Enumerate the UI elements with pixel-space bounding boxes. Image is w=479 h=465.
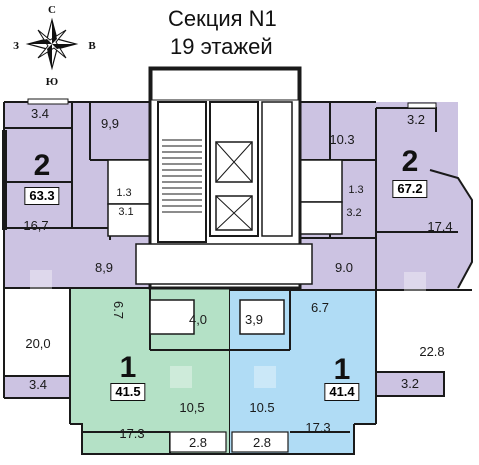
watermark-logo-4 — [254, 366, 276, 388]
left-top-balcony — [4, 102, 72, 128]
room-area-label: 10.3 — [329, 132, 355, 147]
watermark-logo-1 — [30, 270, 52, 292]
left-two-room-area: 63.3 — [24, 187, 60, 205]
right-two-room-area: 67.2 — [392, 180, 428, 198]
room-area-label: 9.0 — [334, 260, 354, 275]
compass-needle-dark-4 — [28, 39, 52, 44]
room-area-label: 1.3 — [116, 187, 132, 199]
right-bay-fill — [430, 170, 472, 290]
room-area-label: 3.4 — [30, 106, 50, 121]
elevator-car-2-cross — [215, 195, 253, 231]
room-area-label: 20,0 — [25, 336, 51, 351]
core-corridor — [135, 243, 313, 285]
stair-well — [157, 101, 207, 243]
right-one-room-count: 1 — [333, 353, 351, 386]
watermark-logo-3 — [170, 366, 192, 388]
room-area-label: 3.2 — [406, 112, 426, 127]
room-area-label: 2.8 — [252, 435, 272, 450]
elevator-car-1-cross — [215, 141, 253, 183]
left-one-room-area: 41.5 — [110, 383, 146, 401]
left-one-room-apartment — [69, 287, 231, 455]
room-area-label: 16,7 — [23, 218, 49, 233]
green-bath — [149, 299, 195, 335]
right-two-room-apartment — [297, 101, 473, 397]
green-balcony — [169, 431, 227, 453]
central-core — [135, 66, 313, 290]
left-window-top — [27, 98, 69, 105]
compass-needle-dark-3 — [52, 44, 76, 49]
right-bath — [297, 159, 343, 203]
room-area-label: 3.4 — [28, 377, 48, 392]
right-bottom-balcony — [376, 372, 444, 396]
room-area-label: 3,9 — [244, 312, 264, 327]
room-area-label: 6.7 — [111, 300, 126, 320]
left-bath — [107, 159, 151, 205]
right-two-room-count: 2 — [401, 145, 419, 178]
watermark-logo-2 — [404, 272, 426, 294]
room-area-label: 17.3 — [305, 420, 331, 435]
room-area-label: 3.2 — [346, 207, 362, 219]
blue-bath — [239, 299, 285, 335]
watermark-logos — [30, 270, 426, 388]
compass-south-label: Ю — [45, 76, 59, 88]
room-area-label: 3.1 — [118, 206, 134, 218]
room-area-label: 1.3 — [348, 184, 364, 196]
room-area-label: 17,4 — [427, 219, 453, 234]
blue-walls — [230, 289, 377, 455]
floor-count: 19 этажей — [170, 34, 273, 59]
right-top-balcony — [376, 108, 436, 132]
compass-north-label: С — [48, 4, 56, 16]
room-area-label: 3.2 — [400, 376, 420, 391]
right-bay-walls — [429, 169, 473, 289]
left-two-room-count: 2 — [33, 149, 51, 182]
compass-west-label: З — [13, 40, 19, 52]
core-shaft-right — [261, 101, 293, 237]
right-window-top — [407, 102, 437, 109]
room-area-label: 2.8 — [188, 435, 208, 450]
blue-balcony — [231, 431, 289, 453]
left-two-room-apartment — [2, 98, 151, 399]
compass-east-label: В — [88, 40, 96, 52]
room-area-label: 10,5 — [179, 400, 205, 415]
left-bottom-balcony — [4, 376, 70, 398]
right-toilet — [297, 201, 343, 235]
left-toilet — [107, 203, 151, 237]
left-outer-wall-thick — [2, 130, 7, 230]
section-title: Секция N1 — [168, 6, 277, 31]
compass-needle-dark-2 — [47, 44, 52, 68]
compass-needle-dark — [52, 20, 57, 44]
left-one-room-count: 1 — [119, 351, 137, 384]
room-area-label: 6.7 — [310, 300, 330, 315]
room-area-label: 10.5 — [249, 400, 275, 415]
room-area-label: 9,9 — [100, 116, 120, 131]
compass-rose — [25, 17, 79, 71]
room-area-label: 8,9 — [94, 260, 114, 275]
right-one-room-apartment — [230, 289, 377, 455]
core-top-block — [151, 69, 299, 101]
room-area-label: 17.3 — [119, 426, 145, 441]
room-area-label: 4,0 — [188, 312, 208, 327]
room-area-label: 22.8 — [419, 344, 445, 359]
stair-treads — [162, 139, 202, 213]
right-one-room-area: 41.4 — [324, 383, 360, 401]
